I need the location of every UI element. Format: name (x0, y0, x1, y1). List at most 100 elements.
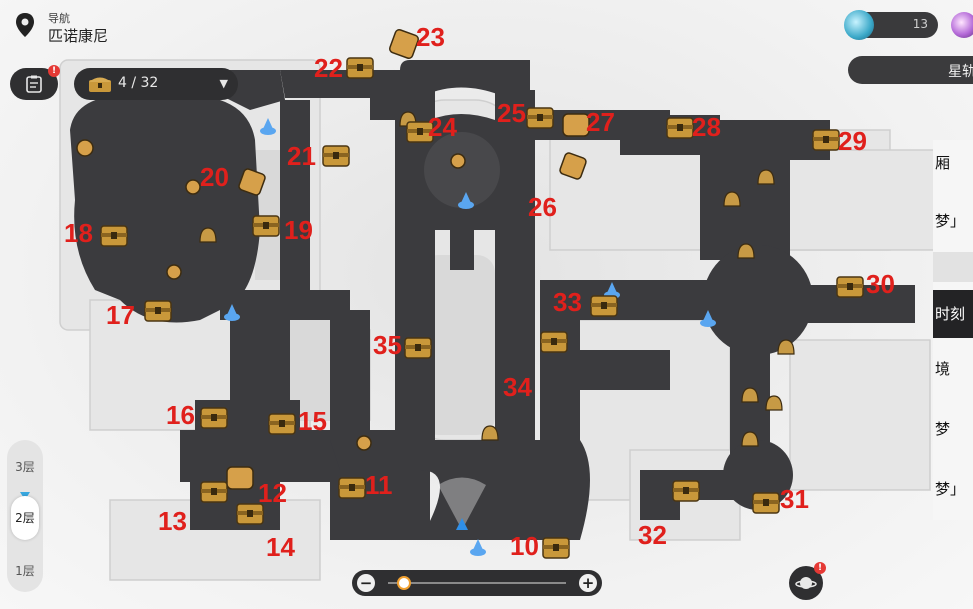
puzzle-marker-icon (388, 28, 420, 60)
teleport-marker (700, 310, 716, 327)
clipboard-icon (26, 75, 42, 93)
side-list-item[interactable]: 厢 (935, 154, 951, 172)
chest-number-label: 19 (284, 215, 313, 245)
npc-marker-icon (450, 153, 466, 169)
chest-counter-text: 4 / 32 (118, 75, 159, 91)
chest-number-label: 28 (692, 112, 721, 142)
bell-marker (757, 169, 775, 185)
floor-3-button[interactable]: 3层 (15, 460, 35, 474)
chest-marker[interactable] (200, 481, 228, 503)
chest-marker[interactable] (526, 107, 554, 129)
bell-marker (199, 227, 217, 243)
special-markers[interactable] (76, 28, 590, 490)
chest-marker[interactable] (542, 537, 570, 559)
zoom-slider-track[interactable] (388, 582, 566, 584)
profile-orb-icon[interactable] (951, 12, 973, 38)
chest-marker[interactable] (200, 407, 228, 429)
chest-marker[interactable] (590, 295, 618, 317)
chest-marker[interactable] (338, 477, 366, 499)
map-roads (70, 60, 915, 540)
zoom-control: − + (352, 570, 602, 596)
bell-marker (481, 425, 499, 441)
chest-marker[interactable] (406, 121, 434, 143)
side-list-item[interactable]: 梦 (935, 420, 951, 438)
chest-number-label: 33 (553, 287, 582, 317)
chest-number-label: 12 (258, 478, 287, 508)
chest-number-label: 27 (586, 107, 615, 137)
puzzle-marker-icon (238, 168, 266, 196)
teleport-marker (470, 539, 486, 556)
floor-2-button[interactable]: 2层 (11, 496, 39, 540)
npc-marker-icon (166, 264, 182, 280)
npc-marker-icon (76, 139, 94, 157)
chest-number-label: 25 (497, 98, 526, 128)
side-list-item[interactable]: 梦」 (935, 480, 966, 498)
chest-marker[interactable] (752, 492, 780, 514)
chest-marker[interactable] (268, 413, 296, 435)
chest-marker[interactable] (322, 145, 350, 167)
chest-marker[interactable] (252, 215, 280, 237)
bell-marker (741, 387, 759, 403)
bell-marker (777, 339, 795, 355)
npc-marker-icon (185, 179, 201, 195)
map-pin-icon (16, 13, 34, 37)
chest-marker[interactable] (540, 331, 568, 353)
chest-number-label: 10 (510, 531, 539, 561)
chest-marker[interactable] (404, 337, 432, 359)
bell-marker (723, 191, 741, 207)
chest-number-label: 14 (266, 532, 295, 562)
zoom-out-button[interactable]: − (357, 574, 375, 592)
teleport-marker (224, 304, 240, 321)
bell-marker (741, 431, 759, 447)
location-name: 匹诺康尼 (48, 27, 109, 45)
notification-badge: ! (814, 562, 826, 574)
chest-number-label: 23 (416, 22, 445, 52)
chest-number-label: 31 (780, 484, 809, 514)
chest-marker[interactable] (236, 503, 264, 525)
chest-number-label: 24 (428, 112, 457, 142)
puzzle-marker-icon (559, 152, 587, 180)
side-list-item[interactable]: 境 (935, 360, 951, 378)
side-list-item[interactable]: 梦」 (935, 212, 966, 230)
side-list-panel: 厢 梦」 时刻 境 梦 梦」 (933, 140, 973, 520)
chest-number-label: 29 (838, 126, 867, 156)
side-list-item-selected[interactable]: 时刻 (933, 290, 973, 338)
planet-switch-button[interactable]: ! (789, 562, 826, 600)
chest-icon (89, 77, 111, 92)
bell-markers[interactable] (199, 111, 795, 447)
teleport-markers[interactable] (224, 118, 716, 556)
star-rail-label: 星轨 (948, 64, 973, 80)
mission-button[interactable]: ! (10, 65, 60, 100)
chest-marker[interactable] (836, 276, 864, 298)
stellar-jade-icon (844, 10, 874, 40)
chest-marker[interactable] (666, 117, 694, 139)
dropdown-arrow-icon: ▼ (219, 77, 228, 90)
notification-badge: ! (48, 65, 60, 77)
side-list-item[interactable] (933, 252, 973, 282)
chest-number-label: 21 (287, 141, 316, 171)
chest-marker[interactable] (672, 480, 700, 502)
bell-marker (737, 243, 755, 259)
chest-marker[interactable] (812, 129, 840, 151)
chest-number-label: 34 (503, 372, 532, 402)
chest-counter-dropdown[interactable]: 4 / 32 ▼ (74, 68, 238, 100)
currency-display: 13 (844, 10, 938, 40)
chest-number-label: 17 (106, 300, 135, 330)
zoom-slider-handle[interactable] (397, 576, 412, 590)
star-rail-button[interactable]: 星轨 (848, 56, 973, 84)
chest-marker[interactable] (144, 300, 172, 322)
chest-number-label: 16 (166, 400, 195, 430)
teleport-marker (458, 192, 474, 209)
player-location-icon (438, 477, 486, 530)
chest-number-label: 13 (158, 506, 187, 536)
zoom-in-button[interactable]: + (579, 574, 597, 592)
floor-1-button[interactable]: 1层 (15, 564, 35, 578)
chest-number-label: 30 (866, 269, 895, 299)
chest-markers[interactable] (100, 57, 864, 559)
chest-number-label: 32 (638, 520, 667, 550)
bell-marker (765, 395, 783, 411)
chest-marker[interactable] (100, 225, 128, 247)
chest-marker[interactable] (346, 57, 374, 79)
